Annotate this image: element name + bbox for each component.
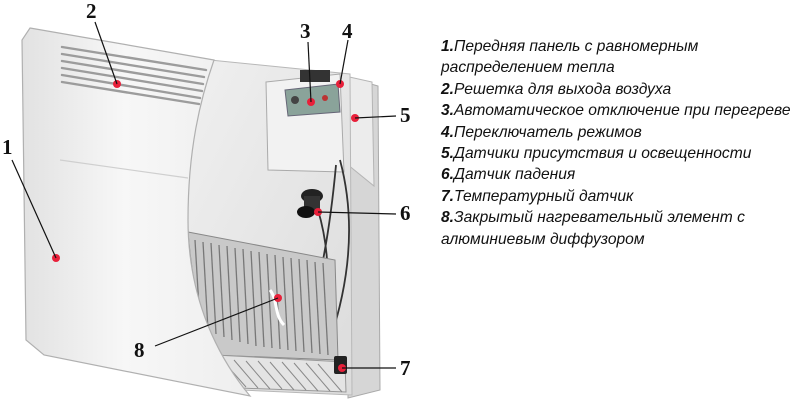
legend-item-8: 8.Закрытый нагревательный элемент с алюм… <box>441 207 793 250</box>
legend-item-1: 1.Передняя панель с равномерным распреде… <box>441 36 793 79</box>
bottom-grill <box>213 354 347 393</box>
leader-line-8 <box>154 297 279 347</box>
legend-num: 7. <box>441 187 455 205</box>
legend-text: Закрытый нагревательный элемент с алюмин… <box>441 209 745 248</box>
legend-num: 8. <box>441 209 455 227</box>
legend-text: Датчики присутствия и освещенности <box>454 145 752 163</box>
fall-sensor <box>297 189 323 218</box>
leader-line-6 <box>317 211 397 215</box>
leader-line-5 <box>354 115 397 119</box>
legend-item-6: 6.Датчик падения <box>441 164 793 185</box>
leader-line-4 <box>339 39 349 85</box>
legend-item-2: 2.Решетка для выхода воздуха <box>441 79 793 100</box>
legend-item-7: 7.Температурный датчик <box>441 186 793 207</box>
legend-item-3: 3.Автоматическое отключение при перегрев… <box>441 100 793 121</box>
callout-2: 2 <box>86 0 97 23</box>
panel-seam <box>59 159 189 179</box>
convector-heater-illustration: 1 2 3 4 5 6 7 8 <box>2 0 411 399</box>
leader-line-1 <box>11 159 57 259</box>
legend: 1.Передняя панель с равномерным распреде… <box>441 36 793 250</box>
leader-line-3 <box>307 41 312 103</box>
control-module <box>265 70 345 173</box>
legend-num: 2. <box>441 80 455 98</box>
callout-7: 7 <box>400 356 411 380</box>
callout-4: 4 <box>342 19 353 43</box>
legend-item-4: 4.Переключатель режимов <box>441 122 793 143</box>
callout-6: 6 <box>400 201 411 225</box>
legend-num: 6. <box>441 166 455 184</box>
legend-text: Датчик падения <box>454 166 576 184</box>
front-panel <box>21 27 252 397</box>
air-outlet-grille <box>60 45 208 106</box>
legend-num: 5. <box>441 145 455 163</box>
legend-text: Передняя панель с равномерным распределе… <box>441 38 699 77</box>
callout-3: 3 <box>300 19 311 43</box>
callout-5: 5 <box>400 103 411 127</box>
callout-1: 1 <box>2 135 13 159</box>
callout-8: 8 <box>134 338 145 362</box>
legend-item-5: 5.Датчики присутствия и освещенности <box>441 143 793 164</box>
legend-num: 3. <box>441 102 455 120</box>
legend-text: Температурный датчик <box>454 187 634 205</box>
legend-text: Переключатель режимов <box>454 123 642 141</box>
leader-line-2 <box>94 21 118 85</box>
legend-text: Решетка для выхода воздуха <box>454 80 672 98</box>
legend-text: Автоматическое отключение при перегреве <box>454 102 791 120</box>
legend-num: 4. <box>441 123 455 141</box>
legend-num: 1. <box>441 38 455 55</box>
